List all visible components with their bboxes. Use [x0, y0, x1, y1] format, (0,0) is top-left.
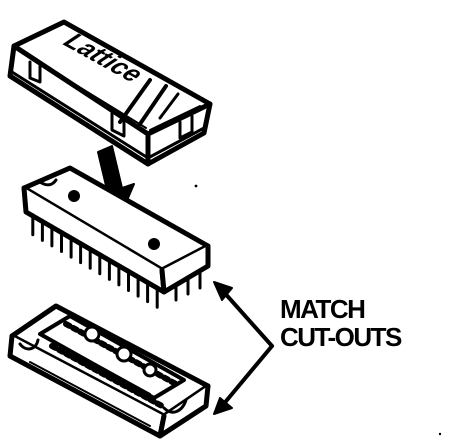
- callout-cutouts-text: CUT-OUTS: [280, 322, 402, 352]
- callout-match-text: MATCH: [280, 294, 365, 324]
- socket-cover: Lattice: [7, 19, 213, 167]
- chip-package: [21, 165, 211, 309]
- callout-arrows: [213, 281, 274, 415]
- socket-base: [7, 303, 211, 439]
